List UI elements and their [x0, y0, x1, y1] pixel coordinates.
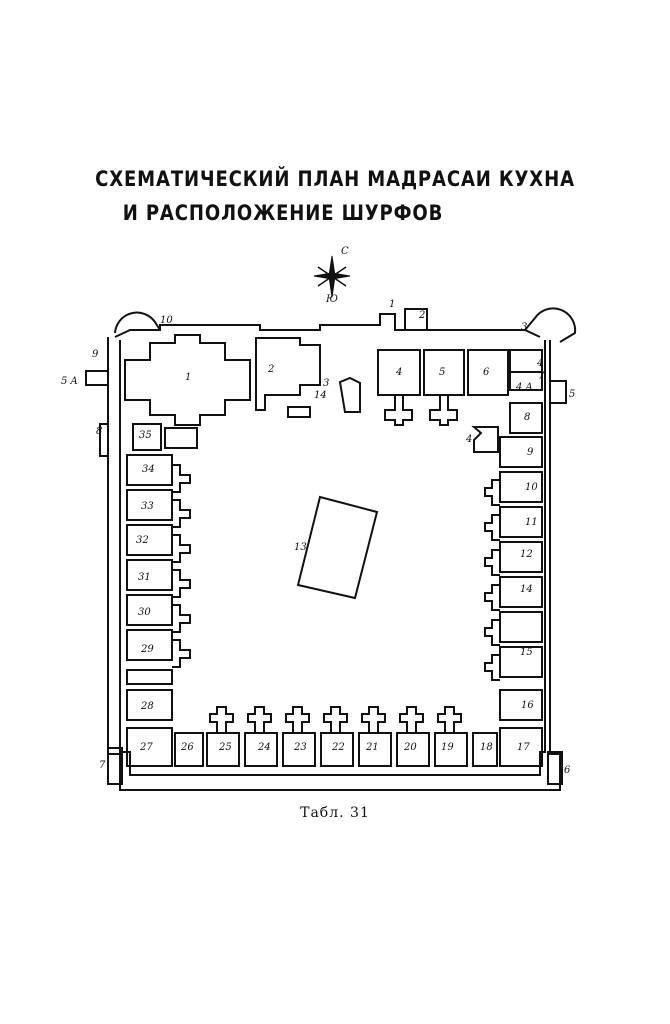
south-cells: [174, 706, 498, 767]
label-19: 19: [441, 742, 454, 753]
west-cells: [126, 454, 191, 767]
label-24: 24: [257, 742, 271, 753]
label-6: 6: [483, 367, 490, 378]
label-1: 1: [185, 372, 191, 383]
label-35: 35: [139, 430, 152, 441]
label-21: 21: [365, 742, 379, 753]
label-5b: 5: [569, 389, 575, 400]
compass-rose-icon: [313, 255, 351, 298]
label-34: 34: [142, 464, 155, 475]
label-26: 26: [180, 742, 194, 753]
label-11: 11: [525, 517, 538, 528]
plan-outline: [85, 307, 577, 791]
label-7b: 7: [99, 760, 106, 771]
label-14b: 14: [520, 584, 533, 595]
label-22: 22: [331, 742, 345, 753]
label-9b: 9: [92, 349, 99, 360]
label-32: 32: [136, 535, 149, 546]
label-28: 28: [140, 701, 154, 712]
label-16: 16: [521, 700, 534, 711]
east-cells: [484, 402, 543, 767]
label-10: 10: [525, 482, 538, 493]
plan-title-line-1: СХЕМАТИЧЕСКИЙ ПЛАН МАДРАСАИ КУХНА: [95, 167, 575, 191]
label-29: 29: [140, 644, 154, 655]
label-12: 12: [520, 549, 533, 560]
label-8b: 8: [96, 426, 102, 437]
label-23: 23: [293, 742, 307, 753]
label-25: 25: [218, 742, 232, 753]
label-13: 13: [294, 542, 307, 553]
label-27: 27: [139, 742, 153, 753]
table-caption: Табл. 31: [300, 805, 370, 821]
label-3: 3: [323, 378, 329, 389]
label-7: 7: [538, 371, 545, 382]
plan-title-line-2: И РАСПОЛОЖЕНИЕ ШУРФОВ: [122, 201, 444, 225]
label-5: 5: [439, 367, 445, 378]
label-4a: 4 A: [515, 382, 533, 393]
label-30: 30: [138, 607, 151, 618]
label-4b: 4: [536, 358, 543, 369]
label-8: 8: [524, 412, 530, 423]
label-6b: 6: [564, 765, 571, 776]
label-33: 33: [141, 501, 154, 512]
compass-north-label: С: [341, 246, 349, 257]
label-2b: 2: [418, 310, 425, 321]
label-18: 18: [480, 742, 493, 753]
label-4c: 4: [465, 434, 472, 445]
label-3b: 3: [521, 322, 527, 333]
label-2: 2: [267, 364, 274, 375]
label-4: 4: [395, 367, 402, 378]
label-17: 17: [517, 742, 530, 753]
label-5a: 5 A: [61, 376, 78, 387]
label-14: 14: [314, 390, 327, 401]
label-20: 20: [403, 742, 417, 753]
label-15: 15: [520, 647, 533, 658]
label-9: 9: [527, 447, 534, 458]
label-1b: 1: [389, 299, 395, 310]
label-31: 31: [138, 572, 151, 583]
compass-south-label: Ю: [325, 294, 338, 305]
label-10b: 10: [160, 315, 173, 326]
